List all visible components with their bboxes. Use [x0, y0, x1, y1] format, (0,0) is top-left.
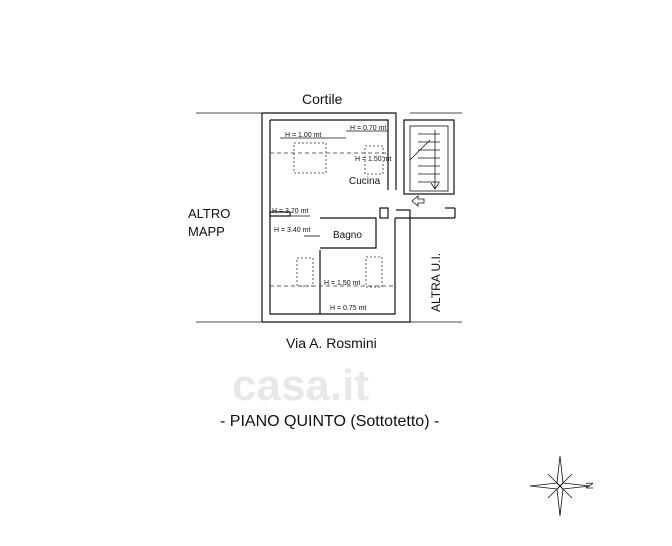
- height-label: H = 3.40 mt: [274, 227, 310, 234]
- height-label: H = 0.70 mt: [350, 125, 386, 132]
- height-lines: [270, 152, 395, 287]
- top-street-label: Cortile: [302, 91, 343, 107]
- height-label: H = 1.00 mt: [285, 132, 321, 139]
- height-label: H = 1.50 mt: [324, 280, 360, 287]
- height-label: H = 1.50 mt: [355, 156, 391, 163]
- staircase: [403, 119, 455, 195]
- watermark: casa.it: [232, 361, 369, 410]
- bottom-street-label: Via A. Rosmini: [286, 335, 377, 351]
- compass-icon: N: [529, 455, 594, 517]
- height-label: H = 0.75 mt: [330, 305, 366, 312]
- plan-title: - PIANO QUINTO (Sottotetto) -: [220, 413, 439, 430]
- left-label-1: ALTRO: [188, 206, 230, 221]
- kitchen-label: Cucina: [349, 176, 381, 187]
- interior-partitions: [269, 207, 389, 314]
- outer-walls: [261, 112, 456, 323]
- height-annotations: H = 1.00 mt H = 0.70 mt H = 1.50 mt H = …: [270, 125, 391, 312]
- compass-north-label: N: [583, 482, 594, 489]
- entrance-arrow-icon: [411, 195, 425, 207]
- boundary-lines: [196, 112, 462, 323]
- height-label: H = 3.20 mt: [272, 208, 308, 215]
- bathroom-label: Bagno: [333, 230, 362, 241]
- skylights: [293, 142, 384, 288]
- right-label: ALTRA U.I.: [429, 253, 443, 312]
- left-label-2: MAPP: [188, 224, 225, 239]
